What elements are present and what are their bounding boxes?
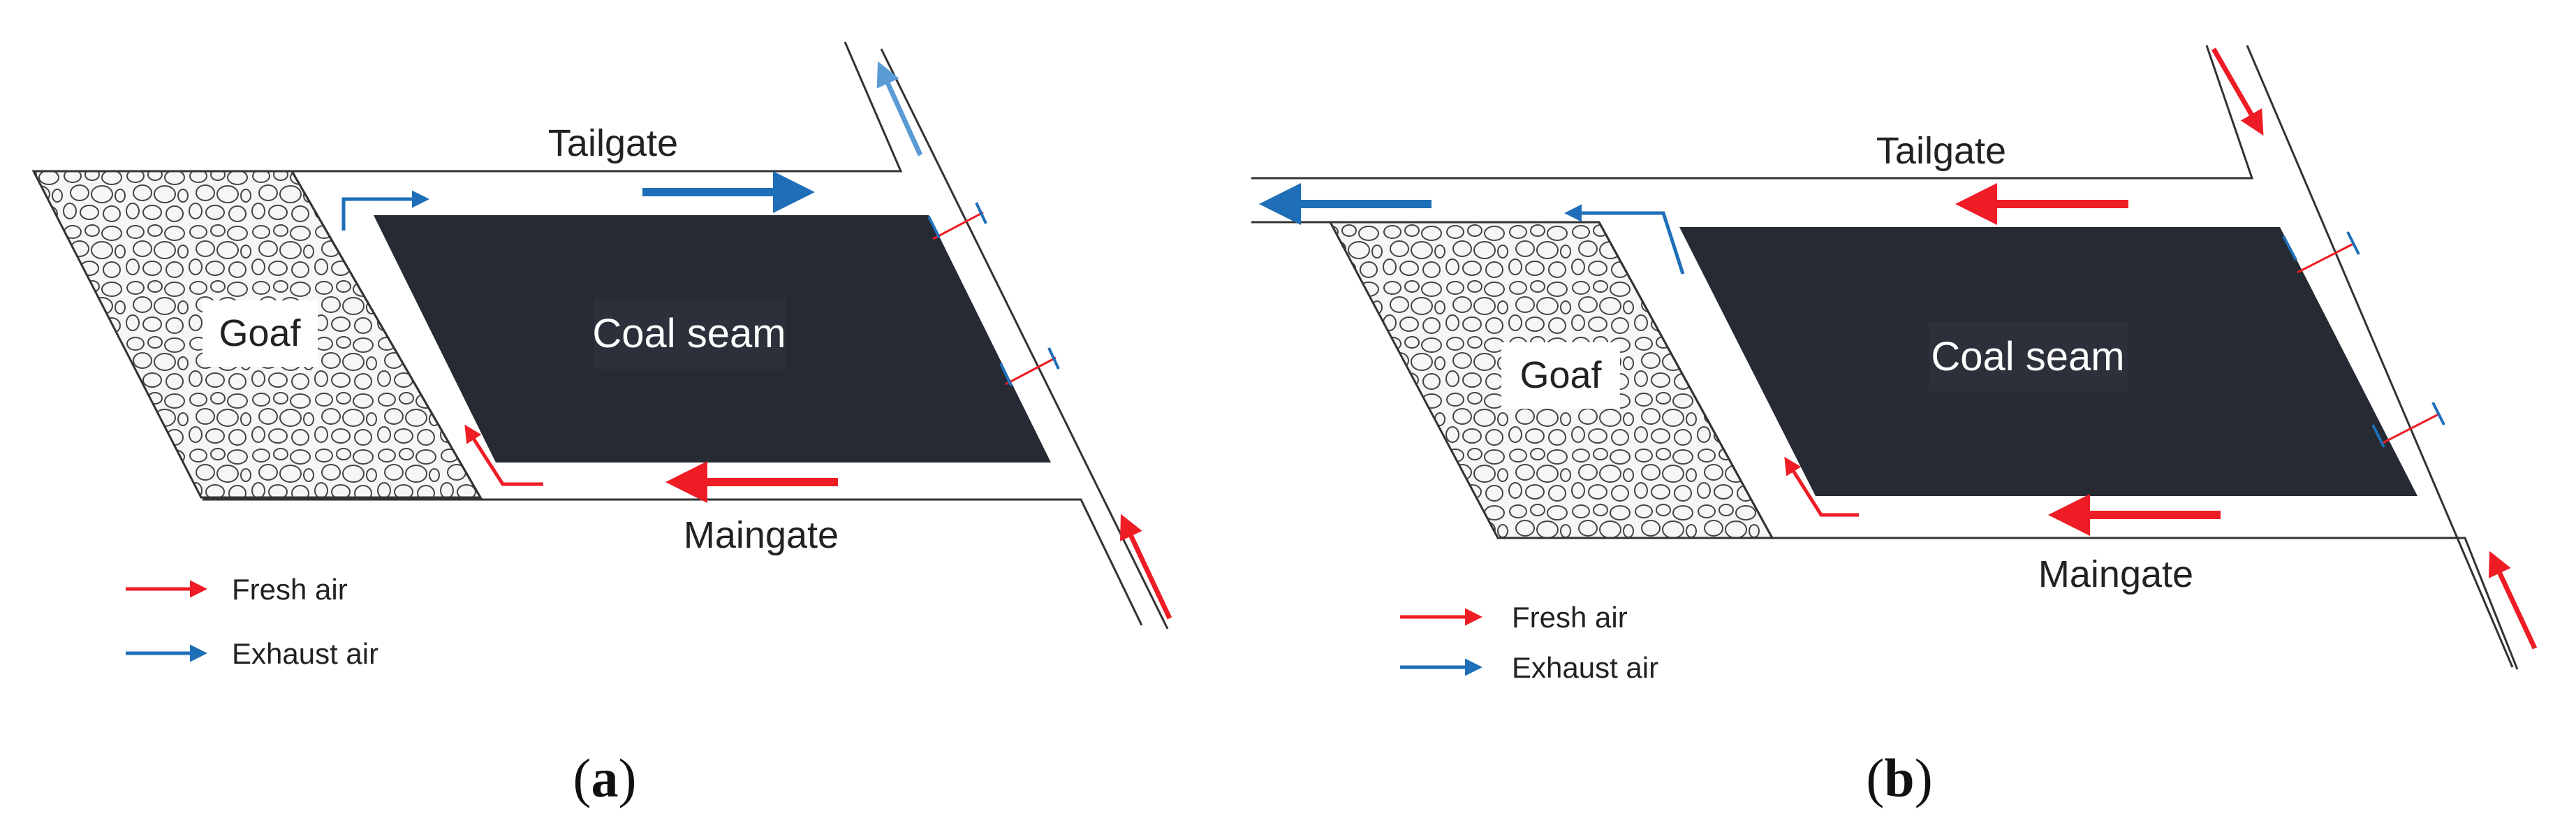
coal-edge-bottom-mark [2371,424,2385,448]
tailgate-label: Tailgate [548,122,678,164]
tailgate-wall [34,41,903,173]
crosscut-top [2297,242,2355,274]
legend-fresh-label: Fresh air [232,573,348,606]
caption-b: (b) [1866,748,1932,808]
maingate-wall [1498,537,2519,670]
coal-edge-bottom-mark [999,363,1013,386]
panel-a: Goaf Coal seam Tailgate Maingate Fresh a… [31,41,1172,808]
maingate-label: Maingate [2038,553,2193,595]
goaf-label: Goaf [1519,354,1602,396]
maingate-wall [203,498,1143,626]
crosscut-bottom-mark [2431,402,2445,425]
coal-edge-top-mark [2282,235,2297,261]
coal-seam-label-box [1929,321,2128,391]
legend-exhaust-label: Exhaust air [232,637,378,670]
maingate-label: Maingate [684,514,839,556]
exhaust-arrow-corner [341,190,429,231]
caption-a: (a) [573,748,637,808]
legend-fresh-label: Fresh air [1512,601,1628,634]
crosscut-bottom [1005,356,1057,386]
panel-b: Goaf Coal seam Tailgate Maingate Fresh a… [1251,45,2538,808]
bleeder-wall [880,48,1169,629]
face-start-wall [290,170,482,498]
coal-edge-top-mark [927,216,941,238]
coal-seam-label: Coal seam [1931,334,2124,379]
crosscut-bottom-mark [1047,347,1060,370]
crosscut-top-mark [975,202,987,224]
exhaust-arrow-bleeder [876,61,923,156]
crosscut-bottom [2380,412,2441,445]
goaf-label-box [1501,342,1620,409]
fresh-arrow-inlet [1120,514,1172,620]
coal-seam-label-box [594,299,786,369]
goaf-label: Goaf [219,312,301,354]
bleeder-wall [2246,45,2514,668]
crosscut-top-mark [2346,231,2360,255]
coal-seam-label: Coal seam [592,311,786,356]
fresh-arrow-inlet [2488,551,2538,650]
fresh-arrow-bleeder-in [2211,48,2264,136]
tailgate-wall-top [1251,45,2254,180]
face-start-wall [1598,221,1774,539]
exhaust-arrow-corner [1564,204,1685,275]
legend-exhaust-label: Exhaust air [1512,651,1658,684]
fresh-arrow-corner [1784,456,1859,517]
crosscut-top [932,211,984,240]
goaf-label-box [203,300,318,367]
fresh-arrow-corner [464,424,543,486]
tailgate-label: Tailgate [1876,130,2006,172]
